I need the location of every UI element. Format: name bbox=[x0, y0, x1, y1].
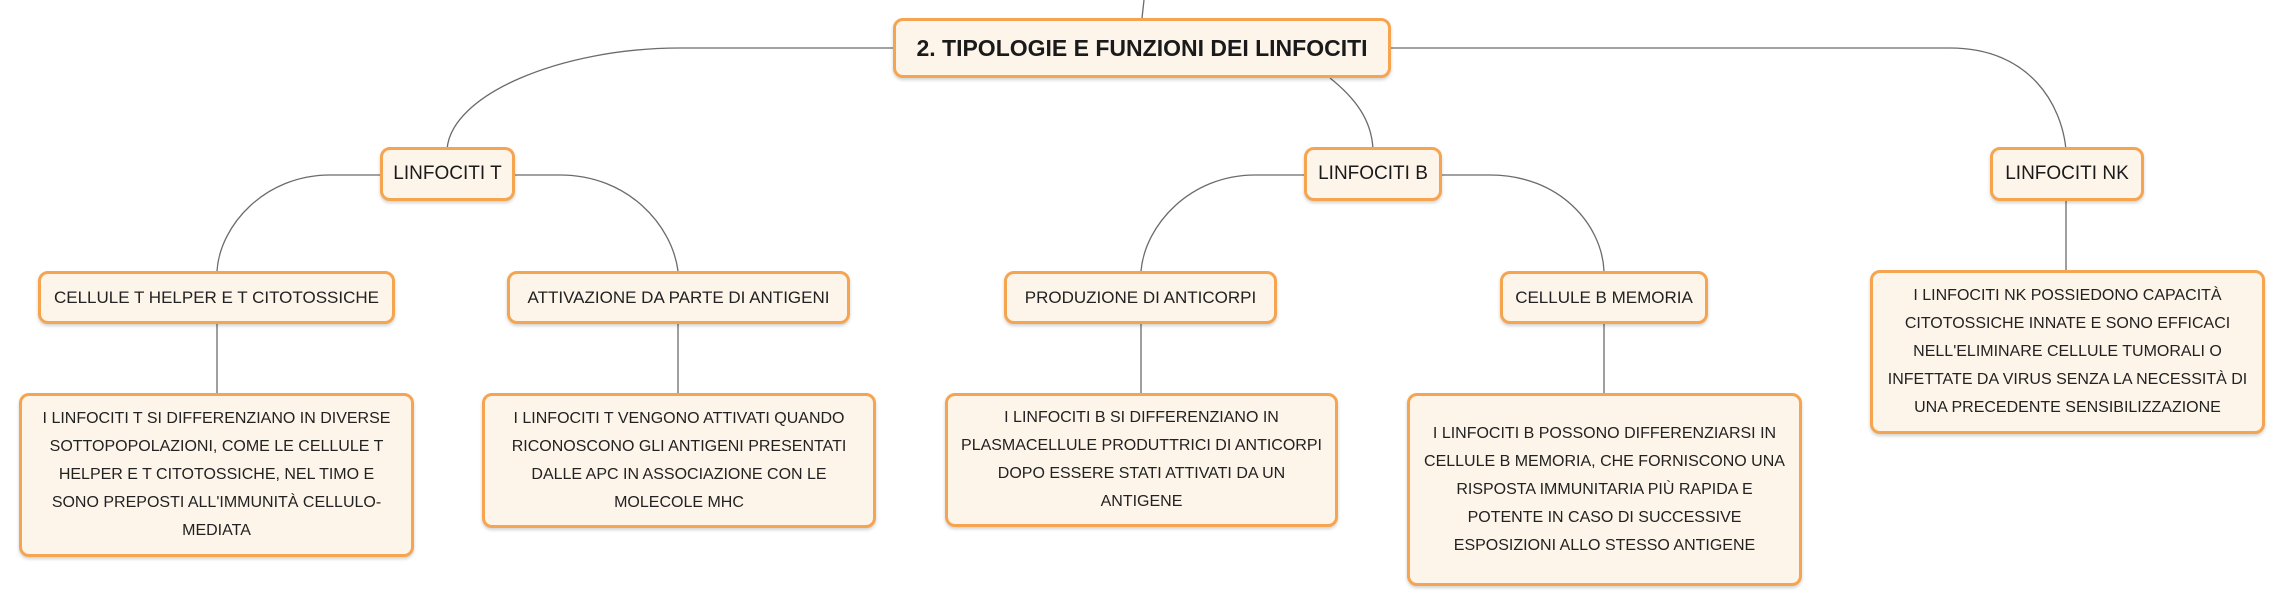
topic-attivazione-antigeni[interactable]: ATTIVAZIONE DA PARTE DI ANTIGENI bbox=[507, 271, 850, 324]
connector-root-to-linfociti-b bbox=[1329, 77, 1374, 151]
detail-linfociti-nk[interactable]: I LINFOCITI NK POSSIEDONO CAPACITÀ CITOT… bbox=[1870, 270, 2265, 434]
topic-cellule-b-memoria[interactable]: CELLULE B MEMORIA bbox=[1500, 271, 1708, 324]
detail-text: I LINFOCITI T VENGONO ATTIVATI QUANDO RI… bbox=[511, 409, 847, 511]
root-topic[interactable]: 2. TIPOLOGIE E FUNZIONI DEI LINFOCITI bbox=[893, 18, 1391, 78]
connector-root-to-linfociti-nk bbox=[1391, 47, 2067, 151]
topic-label: CELLULE T HELPER E T CITOTOSSICHE bbox=[53, 287, 379, 307]
detail-produzione-anticorpi[interactable]: I LINFOCITI B SI DIFFERENZIANO IN PLASMA… bbox=[945, 393, 1338, 527]
topic-label: PRODUZIONE DI ANTICORPI bbox=[1024, 287, 1257, 307]
topic-label: CELLULE B MEMORIA bbox=[1515, 287, 1693, 307]
branch-linfociti-t[interactable]: LINFOCITI T bbox=[380, 147, 515, 201]
connector-b-to-memoria bbox=[1442, 174, 1605, 272]
topic-produzione-anticorpi[interactable]: PRODUZIONE DI ANTICORPI bbox=[1004, 271, 1277, 324]
detail-text: I LINFOCITI NK POSSIEDONO CAPACITÀ CITOT… bbox=[1887, 287, 2248, 416]
connector-b-to-anticorpi bbox=[1140, 174, 1304, 272]
branch-linfociti-b[interactable]: LINFOCITI B bbox=[1304, 147, 1442, 201]
branch-label: LINFOCITI B bbox=[1318, 163, 1428, 184]
detail-attivazione-antigeni[interactable]: I LINFOCITI T VENGONO ATTIVATI QUANDO RI… bbox=[482, 393, 876, 528]
branch-label: LINFOCITI NK bbox=[2005, 163, 2129, 184]
topic-label: ATTIVAZIONE DA PARTE DI ANTIGENI bbox=[527, 287, 830, 307]
detail-text: I LINFOCITI T SI DIFFERENZIANO IN DIVERS… bbox=[42, 410, 391, 539]
detail-cellule-t-helper[interactable]: I LINFOCITI T SI DIFFERENZIANO IN DIVERS… bbox=[19, 393, 414, 557]
connector-root-to-linfociti-t bbox=[446, 47, 893, 151]
detail-cellule-b-memoria[interactable]: I LINFOCITI B POSSONO DIFFERENZIARSI IN … bbox=[1407, 393, 1802, 586]
branch-linfociti-nk[interactable]: LINFOCITI NK bbox=[1990, 147, 2144, 201]
connector-t-to-helper bbox=[216, 174, 380, 272]
detail-text: I LINFOCITI B POSSONO DIFFERENZIARSI IN … bbox=[1424, 424, 1785, 554]
connector-root-incoming bbox=[1141, 0, 1145, 19]
root-topic-title: 2. TIPOLOGIE E FUNZIONI DEI LINFOCITI bbox=[916, 34, 1368, 61]
connector-t-to-attivazione bbox=[515, 174, 679, 272]
detail-text: I LINFOCITI B SI DIFFERENZIANO IN PLASMA… bbox=[961, 409, 1322, 510]
branch-label: LINFOCITI T bbox=[393, 163, 502, 184]
topic-cellule-t-helper[interactable]: CELLULE T HELPER E T CITOTOSSICHE bbox=[38, 271, 395, 324]
